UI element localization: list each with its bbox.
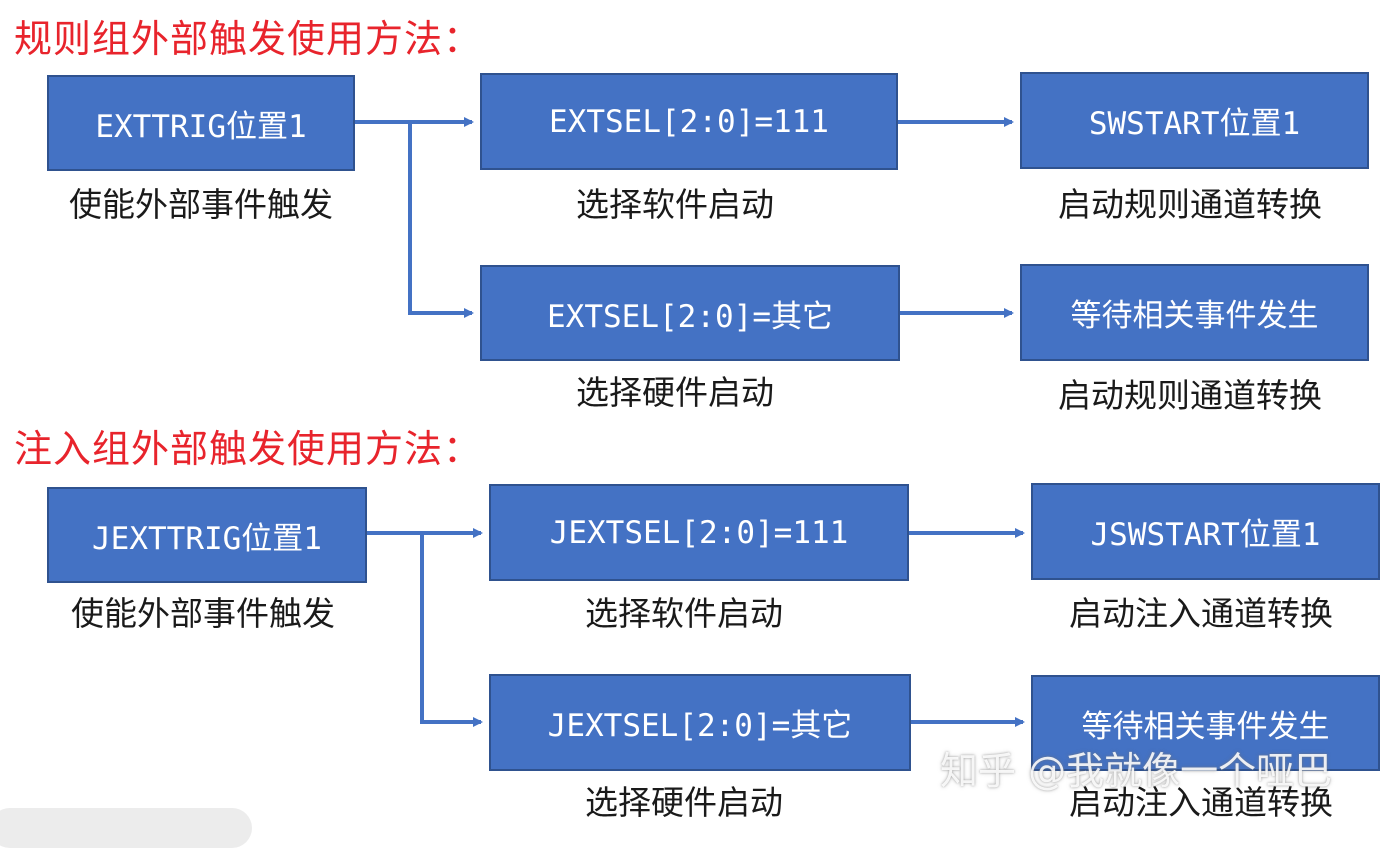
- injected-enable-box: JEXTTRIG位置1: [47, 487, 367, 583]
- injected-sw-start-caption: 启动注入通道转换: [1069, 594, 1333, 633]
- injected-sw-select-box: JEXTSEL[2:0]=111: [489, 484, 909, 581]
- regular-enable-caption: 使能外部事件触发: [69, 185, 333, 224]
- regular-sw-select-caption: 选择软件启动: [576, 185, 774, 224]
- regular-sw-start-caption: 启动规则通道转换: [1058, 185, 1322, 224]
- injected-sw-start-box: JSWSTART位置1: [1031, 483, 1380, 580]
- injected-arrow-enable-to-hw: [420, 533, 483, 727]
- injected-hw-select-box: JEXTSEL[2:0]=其它: [489, 674, 911, 771]
- corner-badge: [0, 808, 252, 848]
- regular-hw-select-box: EXTSEL[2:0]=其它: [480, 265, 900, 361]
- regular-enable-box: EXTTRIG位置1: [47, 75, 355, 171]
- regular-hw-wait-caption: 启动规则通道转换: [1058, 376, 1322, 415]
- injected-enable-caption: 使能外部事件触发: [71, 594, 335, 633]
- regular-arrow-enable-to-hw: [408, 122, 474, 318]
- injected-hw-wait-caption: 启动注入通道转换: [1069, 783, 1333, 822]
- injected-hw-select-caption: 选择硬件启动: [585, 783, 783, 822]
- injected-section-title: 注入组外部触发使用方法：: [14, 427, 483, 471]
- zhihu-watermark: 知乎 @我就像一个哑巴: [940, 749, 1333, 793]
- regular-sw-start-box: SWSTART位置1: [1020, 72, 1369, 169]
- regular-hw-wait-box: 等待相关事件发生: [1020, 264, 1369, 361]
- regular-hw-select-caption: 选择硬件启动: [576, 373, 774, 412]
- regular-section-title: 规则组外部触发使用方法：: [14, 17, 483, 61]
- injected-sw-select-caption: 选择软件启动: [585, 594, 783, 633]
- injected-hw-wait-box: 等待相关事件发生: [1031, 675, 1380, 771]
- regular-sw-select-box: EXTSEL[2:0]=111: [480, 73, 898, 170]
